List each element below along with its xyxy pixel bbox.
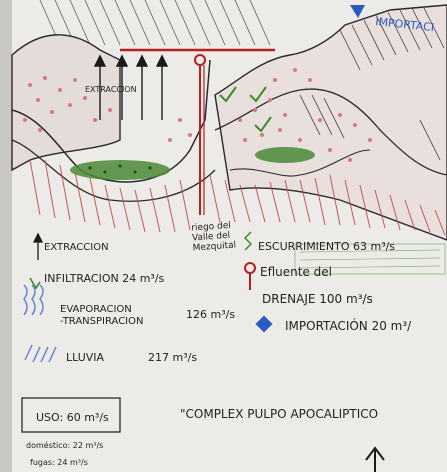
uso-text: USO: 60 m³/s	[36, 411, 109, 424]
sketch-title: "COMPLEX PULPO APOCALIPTICO	[180, 407, 378, 421]
extraccion-top-label: EXTRACCION	[85, 85, 137, 94]
legend-importacion: IMPORTACIÓN 20 m³/	[285, 318, 412, 333]
legend-evap-value: 126 m³/s	[186, 308, 235, 321]
legend-lluvia-value: 217 m³/s	[148, 351, 197, 364]
domestico-text: doméstico: 22 m³/s	[26, 440, 103, 450]
fugas-text: fugas: 24 m³/s	[30, 458, 88, 467]
aquifer-right	[255, 147, 315, 163]
legend-efluente: Efluente del	[260, 265, 332, 279]
legend-escurrimiento: ESCURRIMIENTO 63 m³/s	[258, 240, 395, 253]
riego-label: riego del Valle del Mezquital	[191, 221, 236, 254]
legend-extraccion: EXTRACCION	[44, 242, 109, 253]
paper-edge	[0, 0, 12, 472]
legend-drenaje: DRENAJE 100 m³/s	[262, 292, 373, 306]
legend-evaporacion: EVAPORACION -TRANSPIRACION	[60, 304, 143, 328]
aquifer-left	[70, 160, 170, 180]
legend-infiltracion: INFILTRACION 24 m³/s	[44, 272, 165, 285]
legend-lluvia: LLUVIA	[66, 351, 105, 364]
